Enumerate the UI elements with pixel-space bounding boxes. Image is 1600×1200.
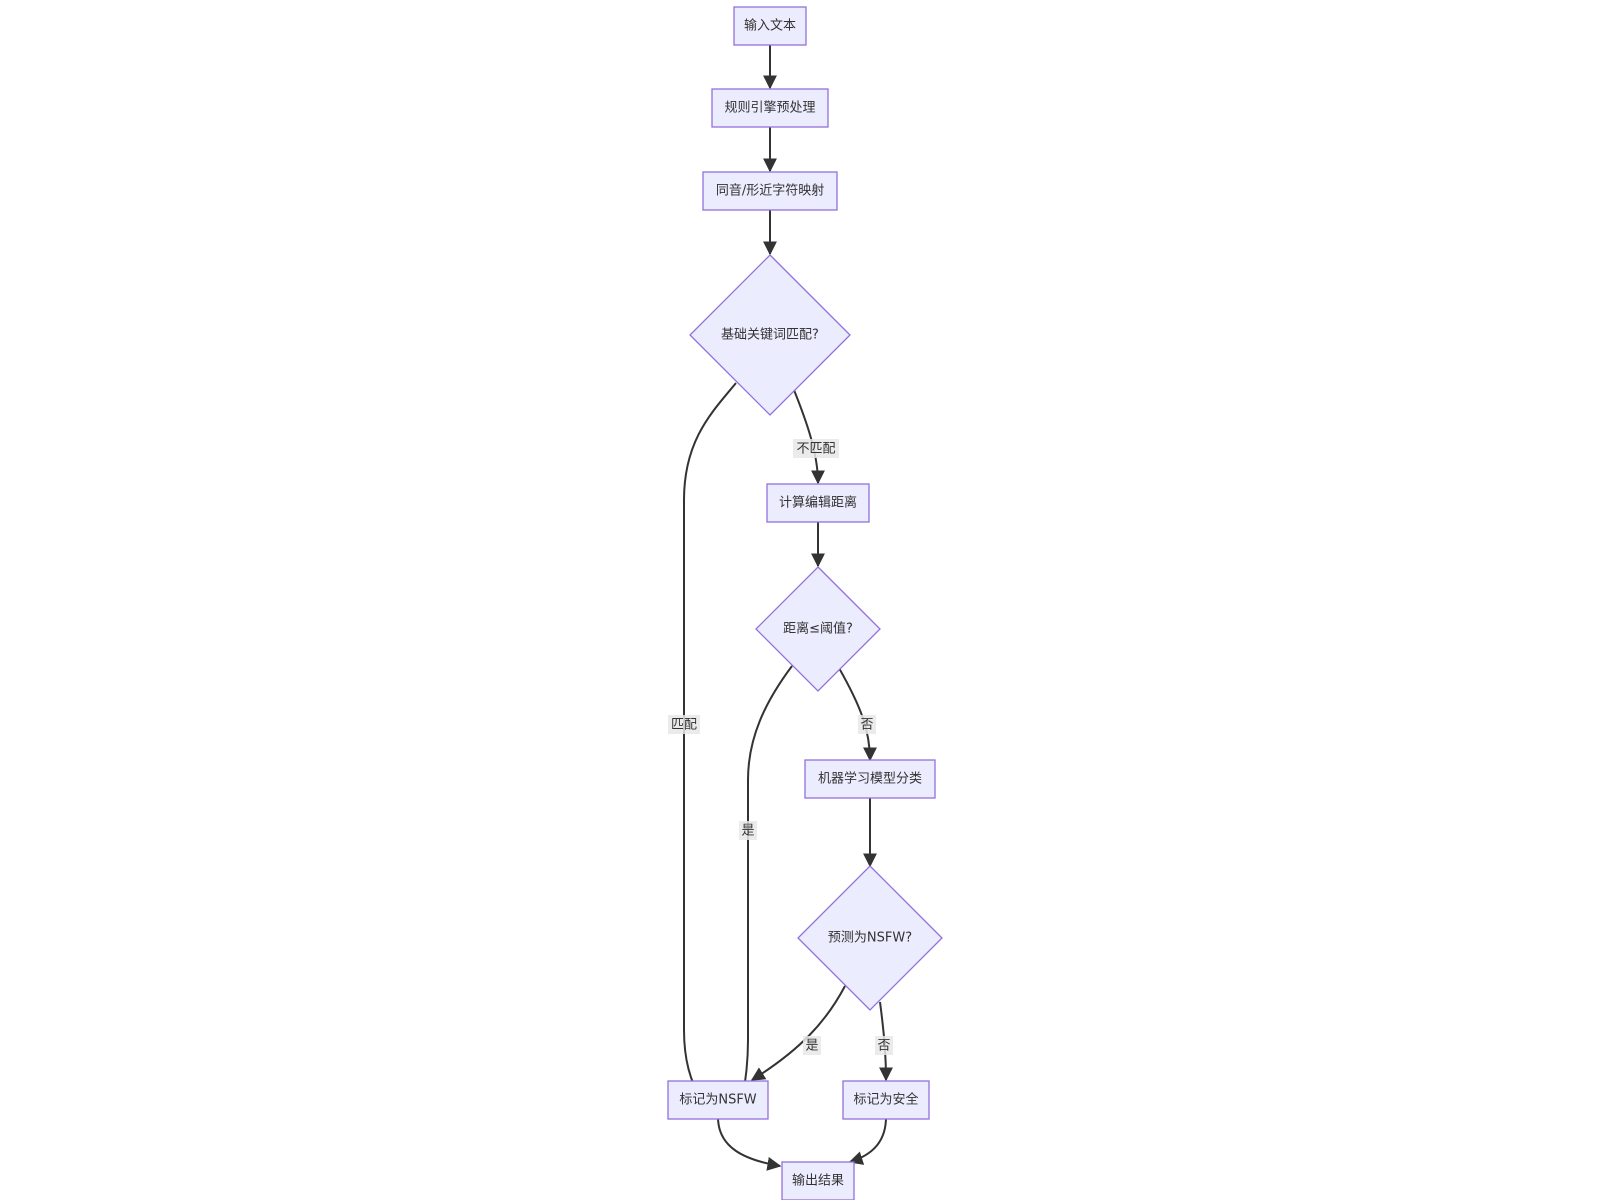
node-output-result-label: 输出结果 <box>792 1173 844 1189</box>
node-distance-decision-label: 距离≤阈值? <box>783 621 853 637</box>
edge-label-prediction-yes: 是 <box>803 1036 821 1055</box>
node-rule-engine: 规则引擎预处理 <box>711 88 829 128</box>
node-mark-safe-label: 标记为安全 <box>853 1092 918 1108</box>
node-ml-classify: 机器学习模型分类 <box>804 759 936 799</box>
edge-keyword-nomatch-to-edit <box>793 389 825 485</box>
edge-label-distance-yes-text: 是 <box>741 824 754 839</box>
node-mark-nsfw: 标记为NSFW <box>667 1080 769 1120</box>
node-ml-classify-label: 机器学习模型分类 <box>818 771 922 787</box>
node-edit-distance-label: 计算编辑距离 <box>779 495 857 511</box>
edge-distance-no-to-ml <box>838 667 877 762</box>
node-keyword-decision-label: 基础关键词匹配? <box>721 328 819 343</box>
edge-label-match: 匹配 <box>668 715 700 734</box>
node-edit-distance: 计算编辑距离 <box>766 483 870 523</box>
node-distance-decision: 距离≤阈值? <box>755 566 881 692</box>
node-rule-engine-label: 规则引擎预处理 <box>724 101 815 116</box>
edge-keyword-match-to-nsfw <box>683 382 737 1102</box>
nodes: 输入文本 规则引擎预处理 同音/形近字符映射 基础关键词匹配? 计算编辑距离 距… <box>667 6 943 1200</box>
node-char-mapping-label: 同音/形近字符映射 <box>716 183 824 199</box>
node-mark-safe: 标记为安全 <box>842 1080 930 1120</box>
node-char-mapping: 同音/形近字符映射 <box>702 171 838 211</box>
edge-label-distance-no-text: 否 <box>860 718 873 733</box>
node-output-result: 输出结果 <box>781 1161 855 1200</box>
node-prediction-decision-label: 预测为NSFW? <box>828 931 912 946</box>
edge-label-prediction-no: 否 <box>875 1036 893 1055</box>
node-input-text-label: 输入文本 <box>744 18 796 34</box>
edge-safe-to-output <box>848 1116 887 1165</box>
edge-label-no-match-text: 不匹配 <box>796 442 835 457</box>
edge-nsfw-to-output <box>717 1116 782 1171</box>
edge-prediction-yes-to-nsfw <box>750 985 846 1081</box>
edge-distance-yes-to-nsfw <box>737 665 793 1102</box>
edge-label-distance-no: 否 <box>858 715 876 734</box>
edge-labels: 匹配 不匹配 是 否 是 否 <box>668 439 893 1055</box>
node-input-text: 输入文本 <box>733 6 807 46</box>
edge-label-match-text: 匹配 <box>671 718 697 733</box>
edge-label-distance-yes: 是 <box>739 821 757 840</box>
node-keyword-decision: 基础关键词匹配? <box>689 254 851 416</box>
edge-label-no-match: 不匹配 <box>793 439 839 458</box>
node-mark-nsfw-label: 标记为NSFW <box>679 1093 756 1108</box>
edge-label-prediction-yes-text: 是 <box>805 1039 818 1054</box>
node-prediction-decision: 预测为NSFW? <box>797 865 943 1011</box>
edge-label-prediction-no-text: 否 <box>877 1039 890 1054</box>
